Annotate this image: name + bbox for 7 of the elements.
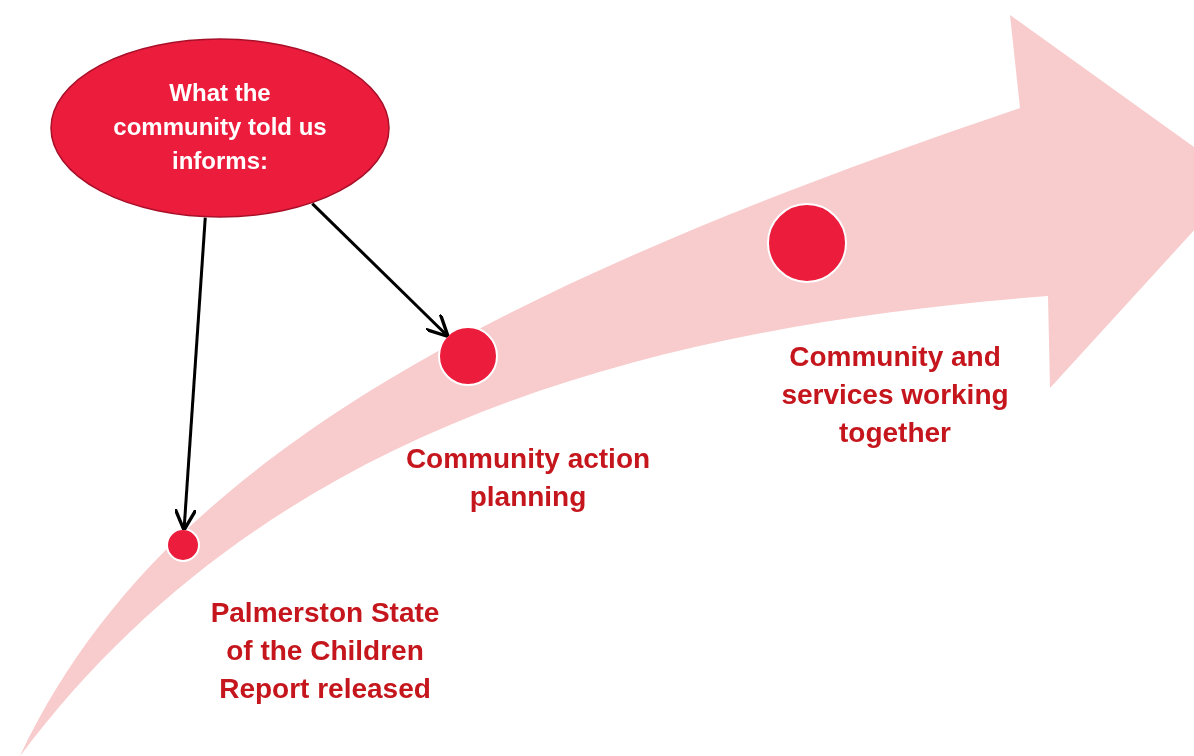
stage-label: Community action planning: [404, 442, 652, 514]
arrow: [173, 217, 207, 532]
callout-ellipse: [50, 38, 390, 218]
stage-label: Community and services working together: [780, 340, 1010, 450]
callout-text: What the community told us informs:: [112, 78, 328, 176]
stage-label: Palmerston State of the Children Report released: [209, 596, 441, 706]
arrow: [311, 202, 450, 339]
